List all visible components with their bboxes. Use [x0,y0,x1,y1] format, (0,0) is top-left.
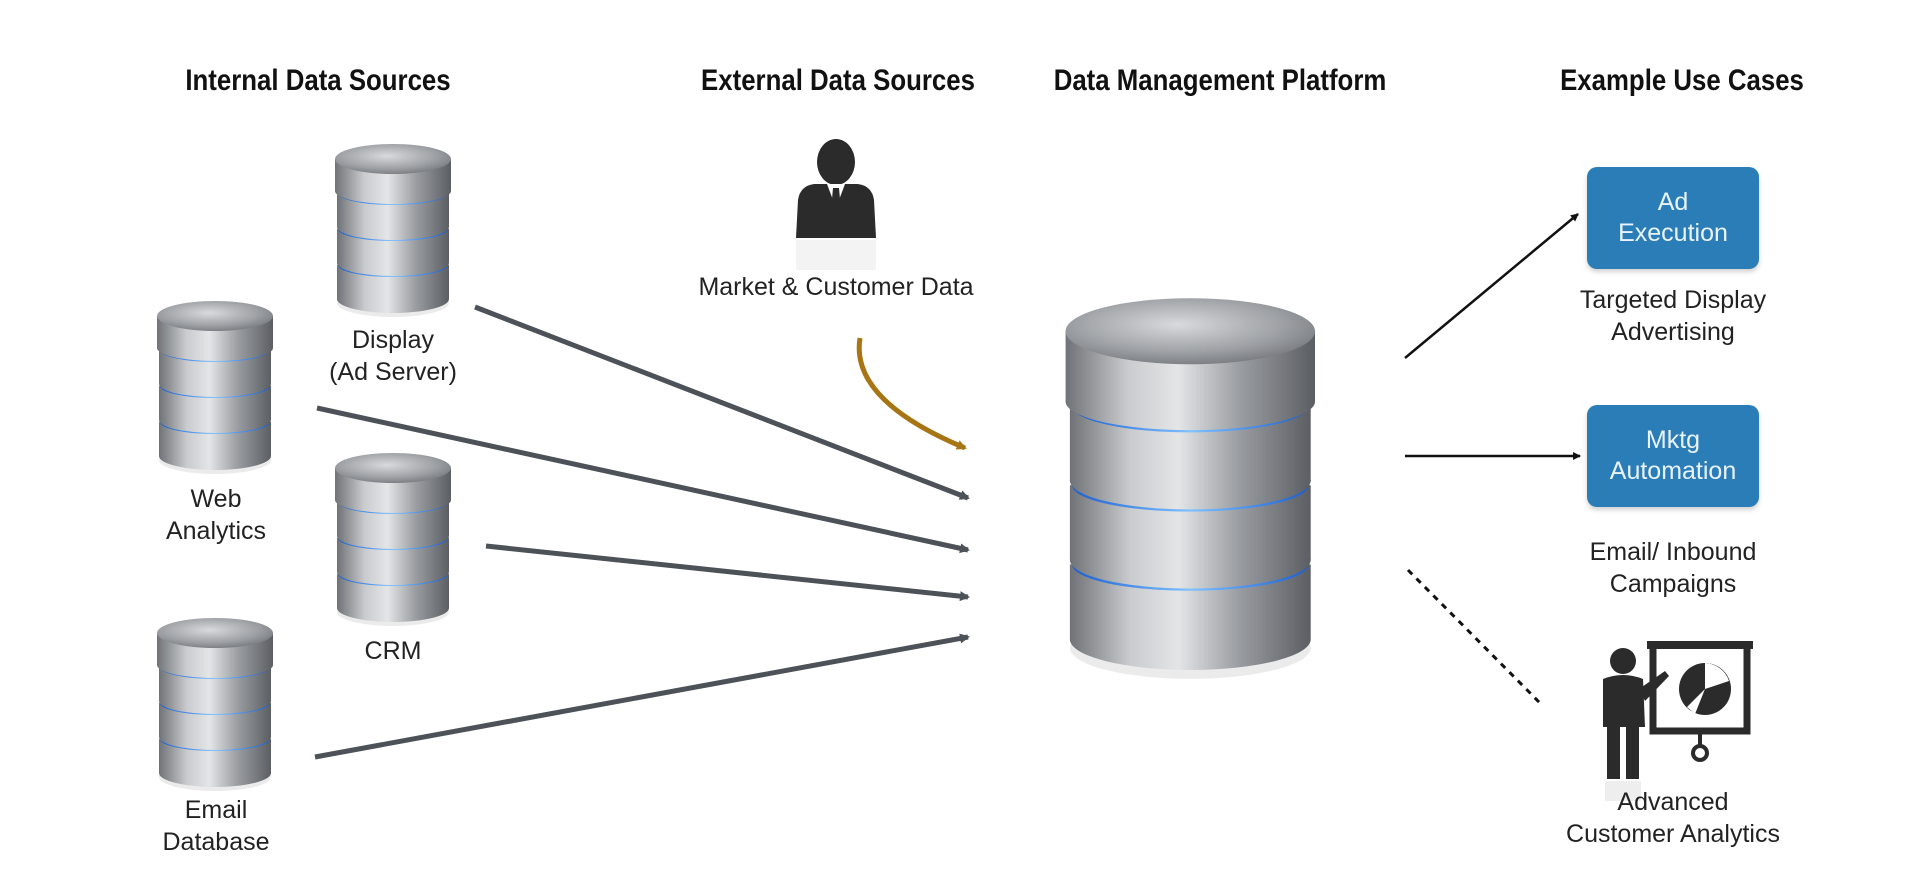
database-icon-crm [335,453,451,626]
use-case-ad-execution: Ad Execution [1587,167,1759,269]
arrow-web-to-dmp [316,405,970,554]
arrow-display-to-dmp [474,304,970,501]
use-case-mktg-automation: Mktg Automation [1587,405,1759,507]
label-advanced-customer-analytics: Advanced Customer Analytics [1566,788,1780,848]
header-example-use-cases: Example Use Cases [1560,64,1804,97]
arrow-external-to-dmp [856,337,967,451]
database-icon-web-analytics [157,301,273,474]
presenter-chart-icon [1603,641,1753,801]
database-icon-dmp [1065,298,1315,679]
label-display-ad-server: Display (Ad Server) [329,326,457,386]
label-email-inbound-campaigns: Email/ Inbound Campaigns [1589,538,1757,598]
label-crm: CRM [364,637,422,665]
database-icon-email-database [157,618,273,791]
label-targeted-display-advertising: Targeted Display Advertising [1579,286,1767,346]
header-internal-sources: Internal Data Sources [185,64,451,97]
dotted-line-to-analytics [1406,568,1542,705]
businessman-icon [796,139,876,270]
header-data-management-platform: Data Management Platform [1053,64,1387,97]
database-icon-display [335,144,451,317]
arrow-email-to-dmp [314,633,970,760]
header-external-sources: External Data Sources [701,64,975,97]
label-market-customer-data: Market & Customer Data [698,273,974,301]
arrow-dmp-to-ad-execution [1404,213,1579,359]
label-web-analytics: Web Analytics [165,485,267,545]
label-email-database: Email Database [162,796,270,856]
arrow-crm-to-dmp [485,543,970,602]
